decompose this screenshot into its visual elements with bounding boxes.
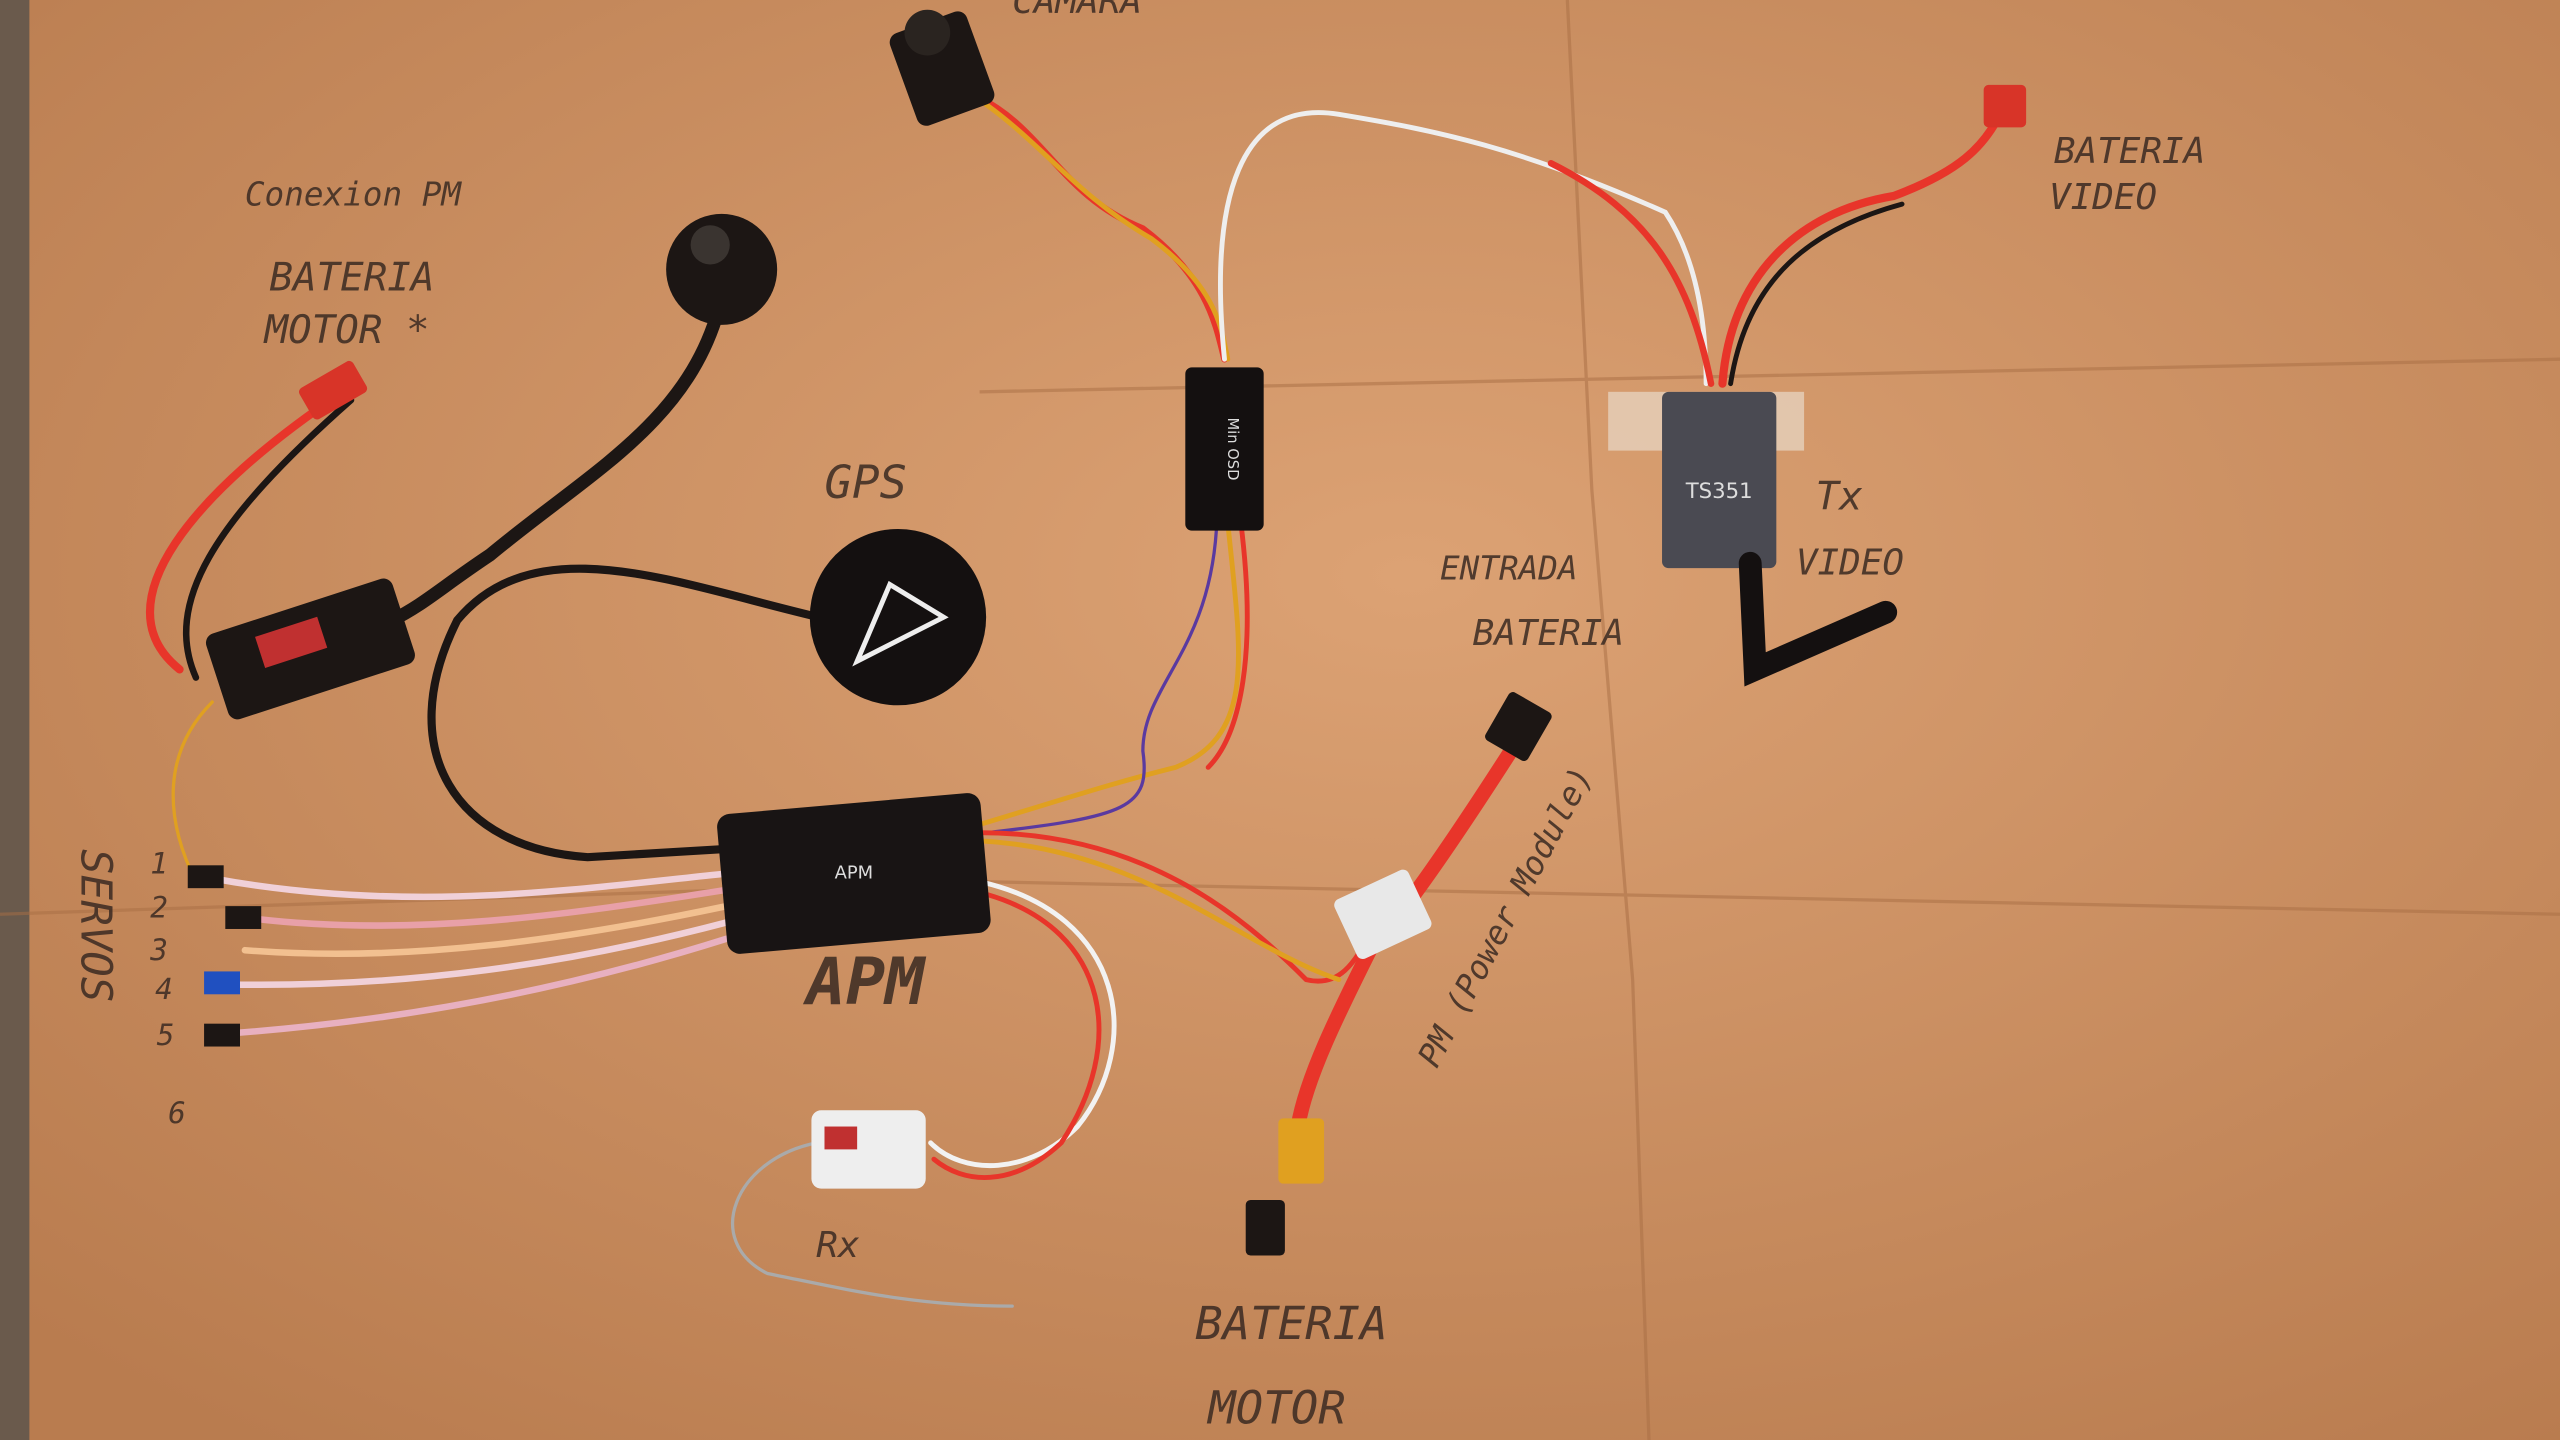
motor-cable <box>385 303 725 627</box>
osd-vtx-wire <box>1218 110 1709 387</box>
rx-wires <box>928 879 1117 1169</box>
vtx-battery-connector <box>1983 84 2027 128</box>
servo-number: 3 <box>149 933 168 967</box>
power-module <box>1334 869 1432 959</box>
fpv-camera <box>889 9 995 126</box>
apm-flight-controller: APM <box>717 793 991 954</box>
minim-osd: Min OSD <box>1185 367 1264 531</box>
camera-wire <box>976 94 1228 363</box>
label-conexion-pm: Conexion PM <box>245 176 463 214</box>
label-entrada-2: BATERIA <box>1473 613 1624 654</box>
label-rx: Rx <box>816 1225 860 1266</box>
rc-receiver <box>811 1110 926 1189</box>
label-bateria-video-1: BATERIA <box>2054 131 2205 172</box>
gps-cable <box>427 564 837 862</box>
esc-battery-connector <box>299 360 368 420</box>
osd-label: Min OSD <box>1224 418 1241 481</box>
servo-wires <box>208 870 730 1037</box>
wires <box>145 94 2005 1308</box>
label-entrada-1: ENTRADA <box>1440 550 1578 588</box>
rx-antenna <box>730 1141 1014 1308</box>
label-bateria-video-2: VIDEO <box>2049 177 2157 218</box>
left-edge-fabric <box>0 0 30 1440</box>
esc <box>205 578 415 720</box>
label-tx-video-1: Tx <box>1816 474 1864 519</box>
handwritten-labels: CAMARA Conexion PM BATERIA MOTOR * GPS E… <box>71 0 2206 1435</box>
label-gps: GPS <box>824 456 907 509</box>
brushless-motor <box>666 213 778 325</box>
label-servos: SERVOS <box>71 849 120 1002</box>
label-bateria-motor-bottom-2: MOTOR <box>1206 1382 1346 1435</box>
label-apm: APM <box>803 944 928 1020</box>
label-bateria-motor-bottom-1: BATERIA <box>1195 1297 1388 1350</box>
vtx-antenna <box>1738 551 1898 687</box>
servo-connectors <box>187 865 262 1047</box>
esc-battery-wire <box>145 387 347 674</box>
vtx-battery-wire <box>1718 110 2005 388</box>
label-bateria-motor-top-1: BATERIA <box>269 256 434 301</box>
servo-number: 5 <box>157 1018 175 1052</box>
servo-number: 6 <box>168 1096 186 1130</box>
label-tx-video-2: VIDEO <box>1796 543 1904 584</box>
gps-module <box>809 528 987 706</box>
osd-apm-wire <box>977 520 1241 827</box>
video-transmitter: TS351 <box>1608 391 1898 687</box>
servo-number: 2 <box>150 891 168 925</box>
esc-signal-wire <box>171 700 214 884</box>
pm-apm-wire <box>977 830 1374 984</box>
apm-board-label: APM <box>835 862 874 883</box>
label-bateria-motor-top-2: MOTOR * <box>262 308 429 353</box>
pm-battery-connector <box>1245 1118 1325 1256</box>
servo-number: 1 <box>150 846 168 880</box>
vtx-label: TS351 <box>1685 479 1753 504</box>
servo-number: 4 <box>155 972 173 1006</box>
servo-numbers: 1 2 3 4 5 6 <box>149 846 186 1130</box>
label-camera: CAMARA <box>1012 0 1142 22</box>
pm-input-connector <box>1485 692 1552 762</box>
